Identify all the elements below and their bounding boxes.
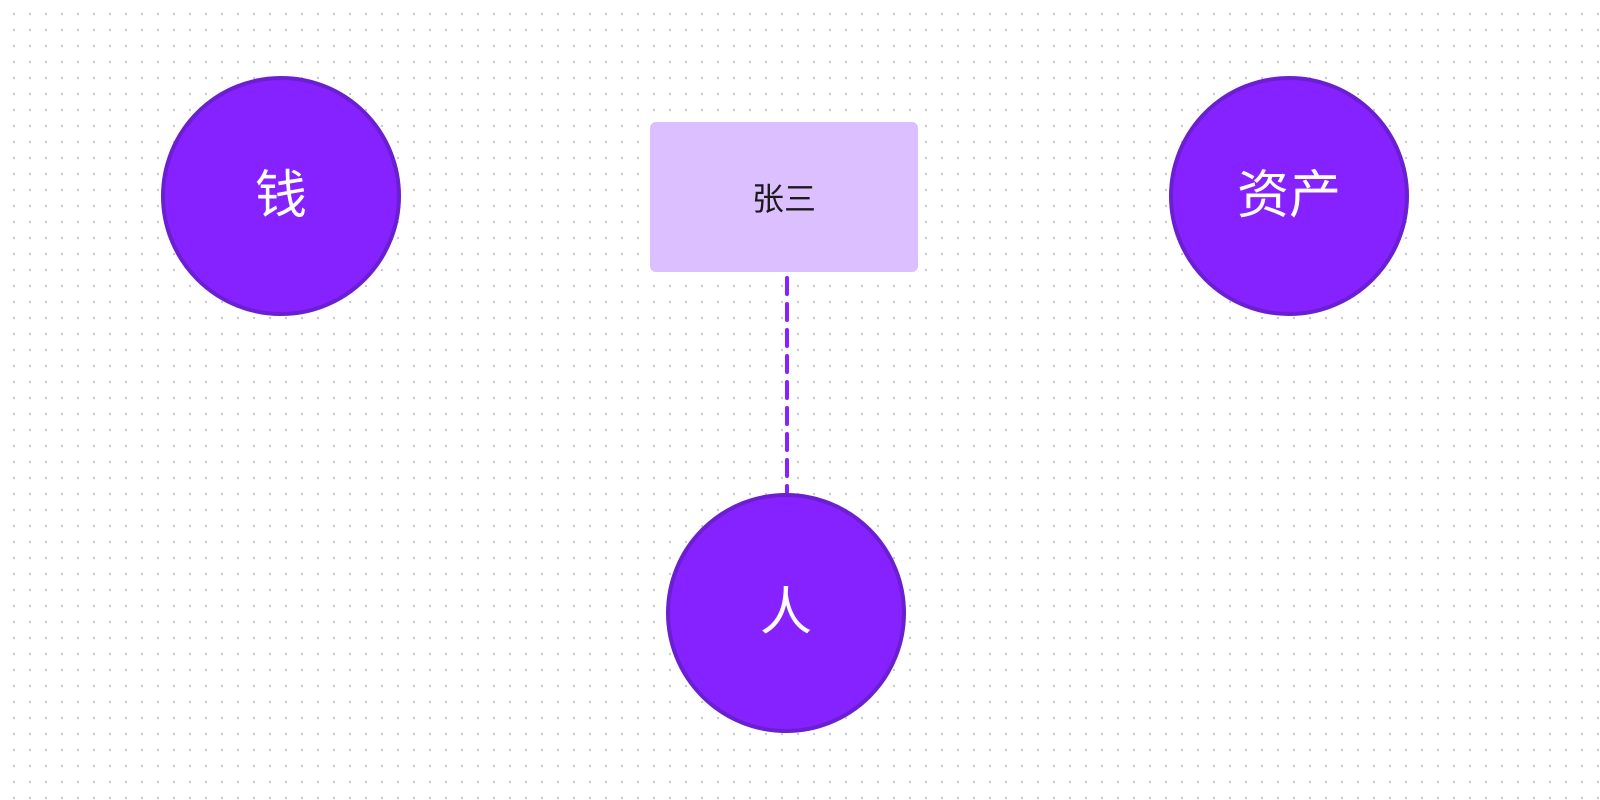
node-person[interactable]: 人: [666, 493, 906, 733]
node-money[interactable]: 钱: [161, 76, 401, 316]
node-person-label: 人: [759, 583, 812, 643]
node-zhangsan[interactable]: 张三: [650, 122, 918, 272]
node-zhangsan-label: 张三: [751, 180, 816, 218]
node-assets[interactable]: 资产: [1169, 76, 1409, 316]
node-money-label: 钱: [254, 166, 307, 226]
node-assets-label: 资产: [1236, 166, 1341, 226]
